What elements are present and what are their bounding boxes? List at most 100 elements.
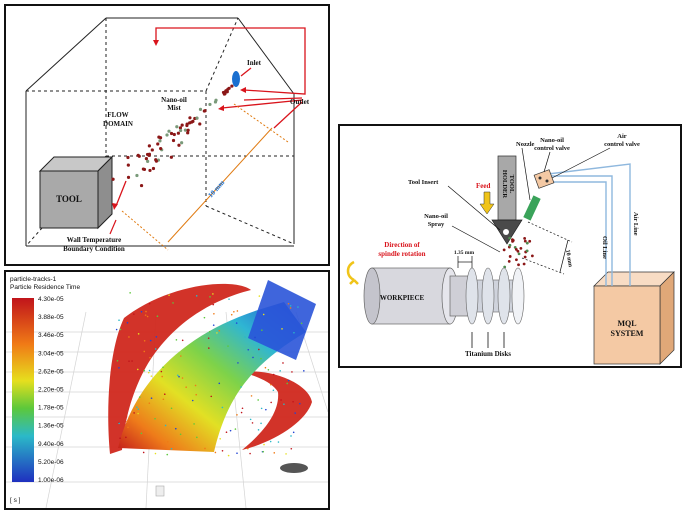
particle-dot <box>149 339 152 342</box>
particle-dot <box>290 435 292 437</box>
tool-holder-label-2: HOLDER <box>501 170 508 198</box>
particle-dot <box>289 307 292 309</box>
particle-dot <box>174 427 177 430</box>
particle-dot <box>118 422 120 425</box>
particle-dot <box>258 348 260 351</box>
particle-dot <box>530 254 534 258</box>
particle-dot <box>159 146 163 151</box>
particle-dot <box>140 310 143 313</box>
particle-dot <box>119 328 122 331</box>
particle-dot <box>234 428 237 430</box>
particle-dot <box>150 375 153 377</box>
particle-dot <box>135 173 139 178</box>
particle-dot <box>172 132 176 137</box>
particle-dot <box>150 397 153 399</box>
particle-dot <box>127 426 129 429</box>
particle-dot <box>246 447 249 450</box>
particle-dot <box>170 407 173 410</box>
particle-dot <box>196 436 198 439</box>
particle-dot <box>172 302 174 304</box>
particle-dot <box>290 447 293 450</box>
particle-dot <box>156 142 160 146</box>
particle-dot <box>270 401 272 404</box>
particle-dot <box>180 123 184 127</box>
setup-diagram: MQL SYSTEM Oil Line Air Line TOOL HOLDER… <box>346 133 675 365</box>
particle-dot <box>272 389 275 392</box>
particle-dot <box>144 156 148 161</box>
particle-dot <box>503 265 507 269</box>
mql-system-box <box>593 271 675 365</box>
valve-body <box>533 169 555 189</box>
particle-dot <box>115 328 118 331</box>
particle-dot <box>145 310 147 313</box>
disks-label: Titanium Disks <box>465 350 511 358</box>
particle-dot <box>175 339 178 341</box>
flow-domain-label-1: FLOW <box>107 111 128 119</box>
particle-dot <box>149 356 151 359</box>
particle-dot <box>177 143 181 147</box>
particle-dot <box>147 144 151 148</box>
particle-dot <box>208 347 210 349</box>
particle-dot <box>167 129 171 133</box>
particle-dot <box>228 298 230 300</box>
particle-dot <box>191 399 194 402</box>
particle-dot <box>254 336 256 339</box>
wall-label-2: Boundary Condition <box>63 245 125 253</box>
particle-dot <box>282 362 284 364</box>
particle-dot <box>289 305 292 307</box>
particle-dot <box>140 432 143 435</box>
particle-dot <box>303 370 305 372</box>
particle-dot <box>230 313 233 316</box>
spray-label-2: Spray <box>428 221 445 228</box>
particle-dot <box>218 382 221 385</box>
oil-line-label: Oil Line <box>601 236 608 259</box>
particle-dot <box>147 371 150 374</box>
particle-dot <box>257 429 260 431</box>
particle-dot <box>165 133 169 137</box>
particle-dot <box>207 337 210 339</box>
particle-dot <box>236 452 238 455</box>
particle-dot <box>236 310 239 312</box>
particle-dot <box>111 177 115 181</box>
disk-pointers <box>471 332 505 348</box>
particle-dot <box>128 360 130 362</box>
feed-arrow-icon <box>479 191 495 215</box>
particle-dot <box>188 116 192 120</box>
particle-dot <box>208 330 211 333</box>
particle-dot <box>154 452 157 455</box>
air-line-label: Air Line <box>632 212 639 236</box>
mist-label-2: Mist <box>167 104 181 112</box>
plot-title: particle-tracks-1 <box>10 276 57 283</box>
particle-dot <box>262 450 265 453</box>
particle-dot <box>171 138 176 143</box>
gap-label: 1.35 mm <box>454 250 475 256</box>
particle-dot <box>133 412 135 414</box>
particle-dot <box>279 370 281 372</box>
particle-dot <box>154 159 159 163</box>
shadow <box>280 463 308 473</box>
particle-dot <box>118 367 120 369</box>
particle-dot <box>209 296 211 298</box>
rotation-label-2: spindle rotation <box>378 250 425 258</box>
particle-dot <box>223 92 227 96</box>
nano-oil-mist-particles <box>111 84 234 188</box>
particle-dot <box>138 396 141 398</box>
particle-dot <box>286 382 289 385</box>
particle-dot <box>154 348 157 350</box>
particle-dot <box>269 440 272 443</box>
particle-dot <box>258 295 261 297</box>
particle-dot <box>190 120 194 124</box>
particle-dot <box>146 315 149 318</box>
flow-domain-panel: TOOL Inlet Outlet FLOW DOMAIN Nano-oil M… <box>4 4 330 266</box>
particle-dot <box>247 348 250 351</box>
nano-oil-valve-label-2: control valve <box>534 145 570 152</box>
particle-dot <box>270 383 272 386</box>
particle-dot <box>264 366 267 369</box>
particle-dot <box>147 153 151 157</box>
particle-dot <box>126 420 128 423</box>
particle-dot <box>137 154 141 158</box>
outlet-arrows <box>115 27 306 207</box>
particle-dot <box>119 437 121 440</box>
particle-dot <box>169 131 174 136</box>
particle-dot <box>126 175 131 179</box>
